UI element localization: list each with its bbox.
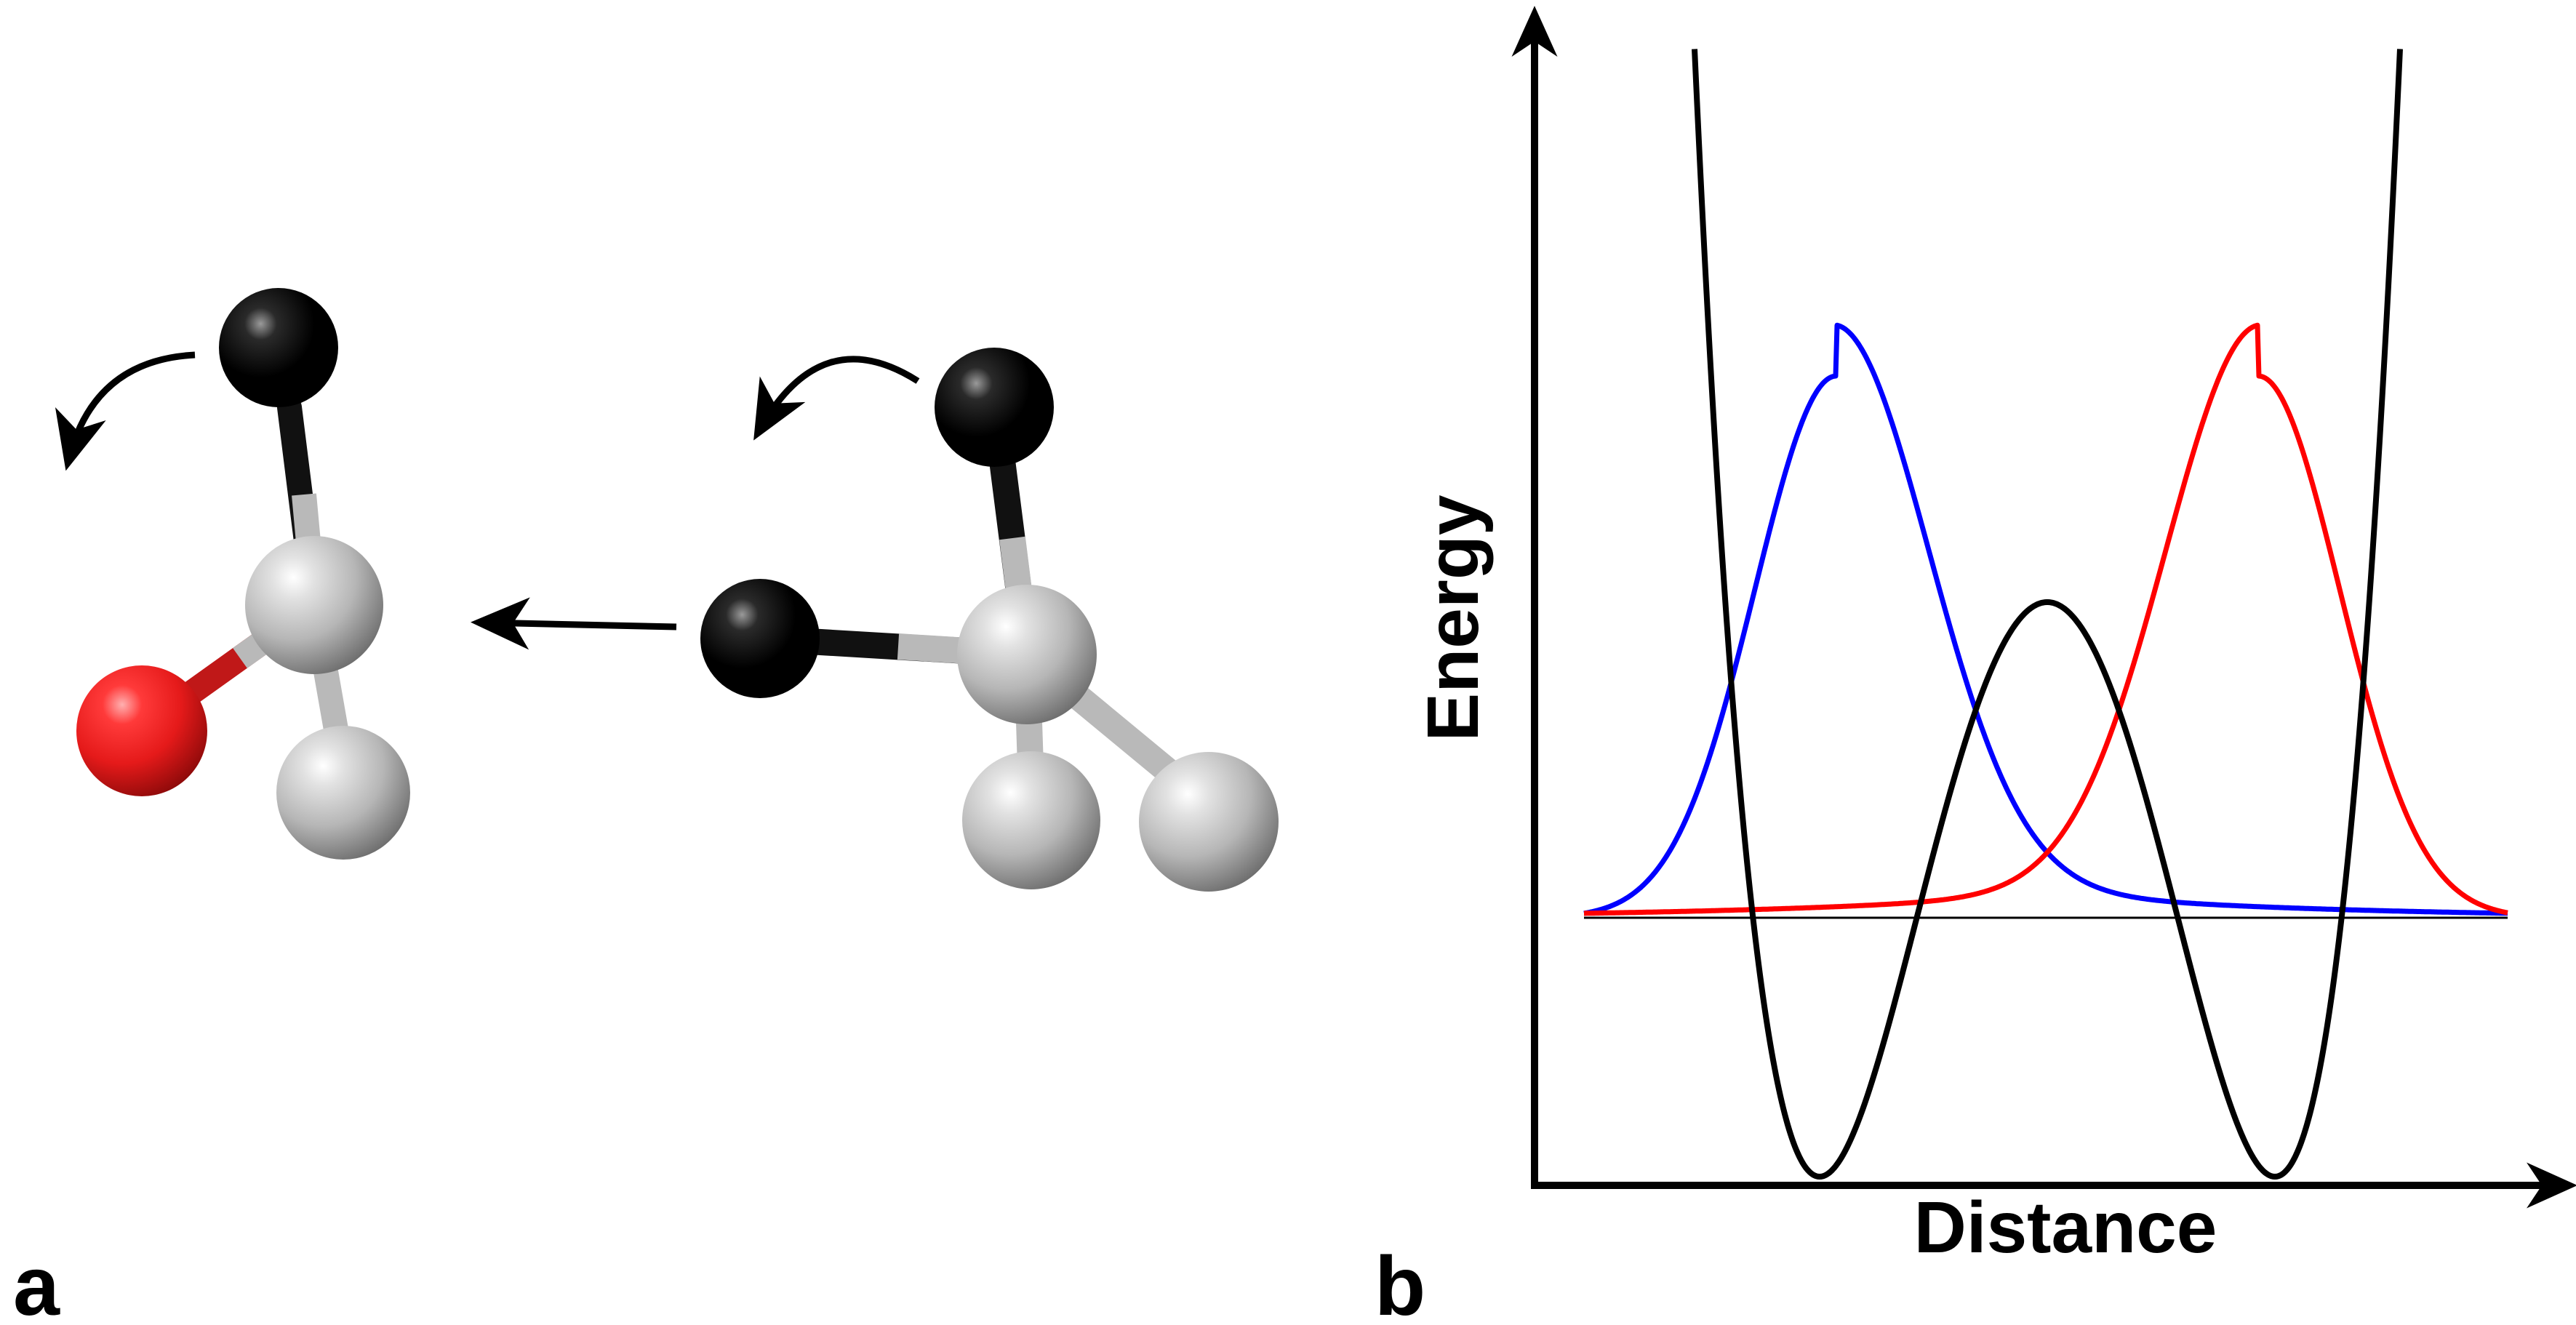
curved-arrow-icon bbox=[55, 351, 196, 471]
curved-arrow-icon bbox=[753, 356, 920, 441]
panel-label-b: b bbox=[1375, 1240, 1425, 1325]
potential-curve bbox=[1692, 49, 2403, 1180]
carbon-atom bbox=[245, 536, 383, 674]
black-atom-left bbox=[700, 579, 820, 698]
panel-b: Energy Distance b bbox=[1375, 6, 2576, 1325]
red-curve bbox=[1583, 322, 2509, 916]
right-molecule bbox=[700, 348, 1279, 892]
black-atom bbox=[219, 288, 338, 407]
panel-label-a: a bbox=[13, 1240, 60, 1325]
x-axis-label: Distance bbox=[1914, 1187, 2217, 1268]
left-molecule bbox=[55, 288, 410, 860]
plot-series bbox=[1583, 49, 2509, 1180]
straight-arrow-icon bbox=[471, 597, 677, 650]
grey-atom bbox=[276, 726, 410, 860]
grey-atom-right bbox=[1139, 752, 1279, 892]
black-atom-top bbox=[935, 348, 1054, 467]
grey-atom-lower bbox=[962, 751, 1100, 889]
y-axis-label: Energy bbox=[1412, 495, 1494, 741]
panel-a: a bbox=[13, 288, 1279, 1325]
carbon-atom bbox=[957, 585, 1097, 724]
oxygen-atom bbox=[76, 665, 207, 796]
